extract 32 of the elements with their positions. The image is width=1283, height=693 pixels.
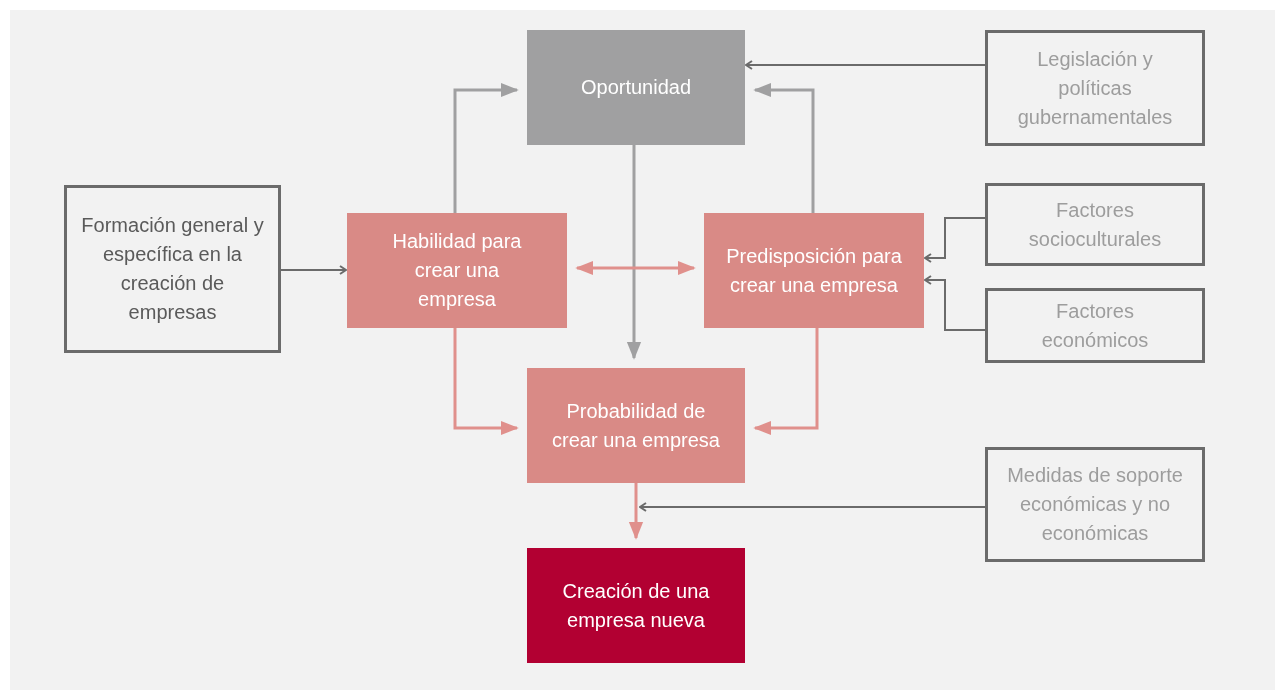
node-label: Factores socioculturales <box>1027 197 1163 252</box>
node-label: Probabilidad de crear una empresa <box>551 398 721 453</box>
node-label: Habilidad para crear una empresa <box>391 229 523 312</box>
arrow <box>628 483 644 540</box>
factor-box <box>64 185 281 353</box>
factor-box <box>985 30 1205 146</box>
node-label: Creación de una empresa nueva <box>561 578 711 633</box>
arrow <box>639 502 986 512</box>
arrow <box>753 82 815 213</box>
process-box <box>347 213 567 328</box>
arrow <box>575 260 696 276</box>
arrow <box>626 145 642 360</box>
node-label: Formación general y específica en la creación de empresas <box>80 213 265 325</box>
arrow <box>745 60 986 70</box>
arrow <box>280 265 347 275</box>
process-box <box>527 368 745 483</box>
process-box <box>527 548 745 663</box>
node-label: Factores económicos <box>1040 298 1150 353</box>
arrow <box>924 275 986 331</box>
process-box <box>527 30 745 145</box>
factor-box <box>985 183 1205 266</box>
arrow <box>453 328 519 436</box>
factor-box <box>985 288 1205 363</box>
node-label: Predisposición para crear una empresa <box>725 243 903 298</box>
node-label: Medidas de soporte económicas y no económicas <box>1006 463 1184 546</box>
factor-box <box>985 447 1205 562</box>
node-label: Oportunidad <box>580 75 692 100</box>
node-label: Legislación y políticas gubernamentales <box>1016 46 1174 130</box>
arrow <box>753 328 819 436</box>
process-box <box>704 213 924 328</box>
arrow <box>453 82 519 213</box>
arrow <box>924 217 986 263</box>
